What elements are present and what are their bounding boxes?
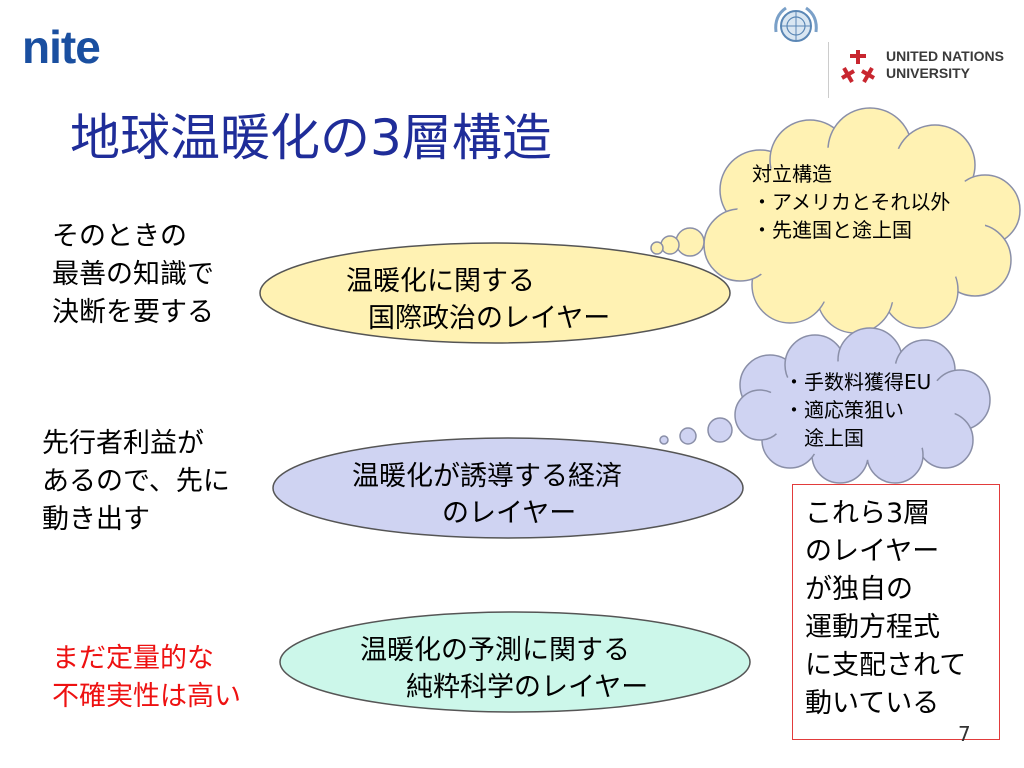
left-label-line: 最善の知識で [52,259,214,290]
nite-logo: nite [22,21,101,73]
unu-logo-line1: UNITED NATIONS [886,48,1004,64]
slide-title: 地球温暖化の3層構造 [70,109,552,167]
thought-bubbles-politics [650,227,705,257]
note-line: に支配されて [805,650,967,681]
left-label-line: そのときの [52,221,187,252]
note-line: これら3層 [805,498,931,529]
layer-label-line: 温暖化の予測に関する [360,635,630,666]
thought-bubbles-economy [659,417,733,445]
layer-label-politics: 温暖化に関する 国際政治のレイヤー [346,263,610,337]
left-label-politics: そのときの 最善の知識で 決断を要する [52,218,214,332]
layer-label-science: 温暖化の予測に関する 純粋科学のレイヤー [360,632,648,706]
left-label-line: 動き出す [42,504,150,535]
note-line: 動いている [805,688,940,719]
left-label-line: 不確実性は高い [52,681,241,712]
layer-label-economy: 温暖化が誘導する経済 のレイヤー [352,458,622,532]
cloud-politics [703,107,1021,334]
unu-logo-line2: UNIVERSITY [886,65,971,81]
layer-label-line: 国際政治のレイヤー [368,303,611,334]
cloud-label-line: 対立構造 [752,162,832,186]
left-label-line: まだ定量的な [52,643,214,674]
layer-ellipse-politics [259,242,731,344]
unu-logo-text: UNITED NATIONS UNIVERSITY [886,48,1004,82]
layer-ellipse-science [279,611,751,713]
cloud-label-line: ・先進国と途上国 [752,218,912,242]
note-line: 運動方程式 [805,612,940,643]
cloud-economy [734,327,991,484]
cloud-label-politics: 対立構造 ・アメリカとそれ以外 ・先進国と途上国 [752,160,950,244]
layer-label-line: のレイヤー [442,498,577,529]
cloud-label-economy: ・手数料獲得EU ・適応策狙い 途上国 [784,368,931,452]
cloud-label-line: ・アメリカとそれ以外 [752,190,951,214]
layer-ellipse-economy [272,437,744,539]
note-line: が独自の [805,574,913,605]
unu-logo-icon [828,42,876,98]
page-number: 7 [958,722,971,746]
layer-label-line: 温暖化に関する [346,266,535,297]
left-label-line: 決断を要する [52,297,214,328]
note-line: のレイヤー [805,536,940,567]
cloud-label-line: 途上国 [804,426,864,450]
layer-label-line: 温暖化が誘導する経済 [352,461,622,492]
un-emblem-icon [774,6,818,42]
note-box: これら3層 のレイヤー が独自の 運動方程式 に支配されて 動いている [792,484,1000,740]
cloud-label-line: ・手数料獲得EU [784,370,932,394]
cloud-label-line: ・適応策狙い [784,398,904,422]
left-label-science: まだ定量的な 不確実性は高い [52,640,241,716]
left-label-economy: 先行者利益が あるので、先に 動き出す [42,425,230,539]
left-label-line: あるので、先に [42,466,230,497]
layer-label-line: 純粋科学のレイヤー [406,672,649,703]
left-label-line: 先行者利益が [42,428,204,459]
